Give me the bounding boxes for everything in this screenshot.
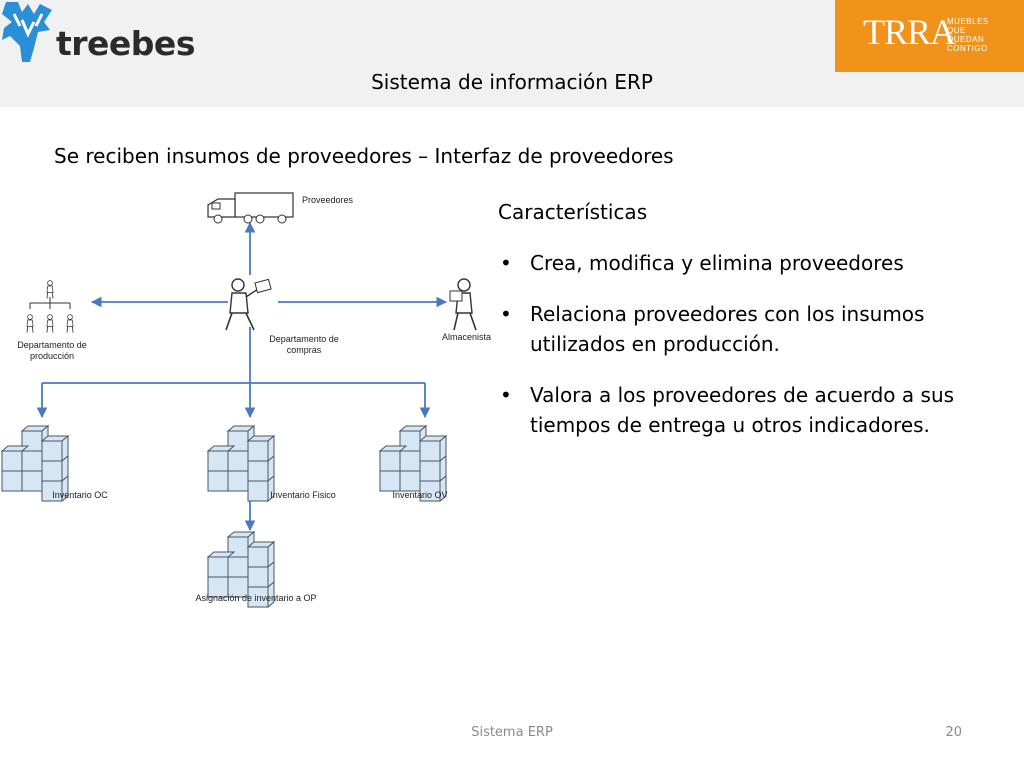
truck-icon [207,192,294,224]
node-depto-compras-line2: compras [287,345,322,355]
node-proveedores: Proveedores [302,195,354,205]
feature-text: Valora a los proveedores de acuerdo a su… [530,383,955,437]
header-title: Sistema de información ERP [371,70,653,94]
feature-text: Crea, modifica y elimina proveedores [530,251,904,275]
node-inventario-fisico: Inventario Fisico [270,490,336,500]
feature-item: • Relaciona proveedores con los insumos … [498,299,988,359]
logo-wordmark: treebes [56,24,195,63]
node-depto-produccion-line1: Departamento de [17,340,87,350]
node-inventario-ov: Inventario OV [392,490,447,500]
trra-logo: TRRA MUEBLES QUE QUEDAN CONTIGO [835,0,1024,72]
node-depto-compras-line1: Departamento de [269,334,339,344]
warehouse-worker-icon [449,278,477,331]
bullet-icon: • [500,302,512,326]
treebes-logo: treebes [0,0,195,70]
tree-icon [2,2,52,62]
slide-subtitle: Se reciben insumos de proveedores – Inte… [54,144,674,168]
bullet-icon: • [500,251,512,275]
trra-mark: TRRA [863,12,956,52]
trra-tagline: MUEBLES QUE QUEDAN CONTIGO [947,17,989,53]
node-asignacion-op: Asignación de inventario a OP [195,593,316,603]
features-heading: Características [498,200,648,224]
feature-item: • Valora a los proveedores de acuerdo a … [498,380,988,440]
production-team-icon [26,280,74,334]
slide-header: treebes TRRA MUEBLES QUE QUEDAN CONTIGO … [0,0,1024,107]
inventory-fisico-cubes [207,425,275,502]
features-list: • Crea, modifica y elimina proveedores •… [498,248,988,440]
node-inventario-oc: Inventario OC [52,490,108,500]
page-number: 20 [945,725,962,740]
node-depto-produccion-line2: producción [30,351,74,361]
feature-item: • Crea, modifica y elimina proveedores [498,248,988,278]
footer-title: Sistema ERP [471,725,553,740]
feature-text: Relaciona proveedores con los insumos ut… [530,302,925,356]
process-diagram: Proveedores Departamento de producción D… [1,192,491,608]
bullet-icon: • [500,383,512,407]
buyer-icon [225,278,272,331]
features-panel: Características • Crea, modifica y elimi… [498,200,988,461]
node-almacenista: Almacenista [442,332,491,342]
